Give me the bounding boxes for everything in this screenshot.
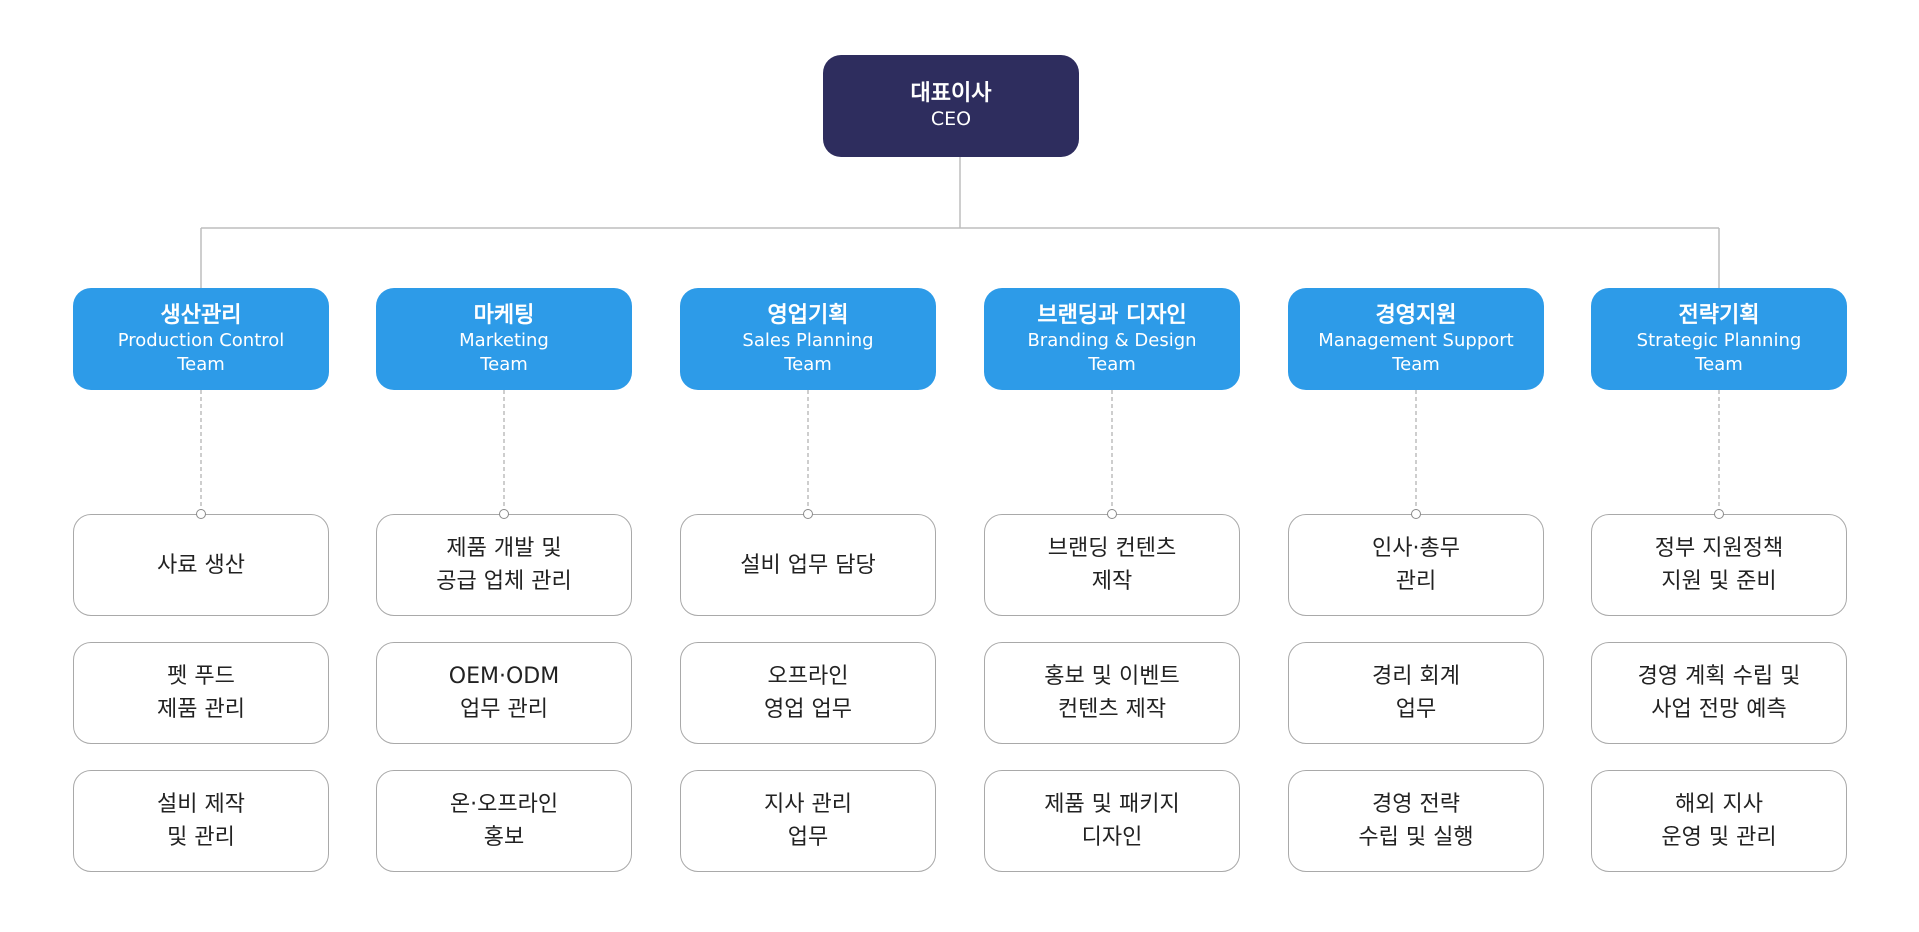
task-label: 사업 전망 예측 <box>1651 697 1787 722</box>
task-label: 인사·총무 <box>1372 536 1460 561</box>
team-name-suffix: Team <box>1392 353 1440 375</box>
team-name-suffix: Team <box>1695 353 1743 375</box>
team-name-ko: 브랜딩과 디자인 <box>1037 302 1187 328</box>
task-label: 수립 및 실행 <box>1358 825 1474 850</box>
task-label: 제품 개발 및 <box>446 536 562 561</box>
team-name-en: Marketing <box>459 329 549 351</box>
task-label: 업무 <box>1395 697 1437 722</box>
ceo-subtitle: CEO <box>930 108 972 130</box>
task-label: 설비 업무 담당 <box>740 552 876 578</box>
team-name-en: Sales Planning <box>742 329 874 351</box>
team-name-en: Strategic Planning <box>1636 329 1802 351</box>
junction-dot <box>1411 509 1421 519</box>
task-label: 지사 관리 <box>764 792 852 817</box>
junction-dot <box>499 509 509 519</box>
task-label: 홍보 및 이벤트 <box>1044 664 1180 689</box>
task-label: 해외 지사 <box>1675 792 1763 817</box>
task-label: 펫 푸드 <box>167 664 235 689</box>
task-label: 경영 계획 수립 및 <box>1637 664 1801 689</box>
task-label: 업무 <box>787 825 829 850</box>
task-label: 컨텐츠 제작 <box>1057 697 1167 722</box>
team-name-ko: 마케팅 <box>473 302 535 328</box>
task-label: 경영 전략 <box>1372 792 1460 817</box>
team-name-ko: 전략기획 <box>1678 302 1760 328</box>
task-label: 제작 <box>1091 569 1133 594</box>
task-label: 사료 생산 <box>157 552 245 578</box>
team-name-ko: 생산관리 <box>160 302 242 328</box>
team-name-suffix: Team <box>784 353 832 375</box>
task-label: OEM·ODM <box>448 664 560 689</box>
junction-dot <box>196 509 206 519</box>
task-label: 및 관리 <box>167 825 235 850</box>
team-name-en: Branding & Design <box>1027 329 1197 351</box>
task-label: 업무 관리 <box>460 697 548 722</box>
task-label: 브랜딩 컨텐츠 <box>1047 536 1177 561</box>
task-label: 영업 업무 <box>764 697 852 722</box>
junction-dot <box>1714 509 1724 519</box>
task-label: 홍보 <box>483 825 525 850</box>
task-label: 디자인 <box>1081 825 1143 850</box>
task-label: 제품 및 패키지 <box>1044 792 1180 817</box>
task-label: 공급 업체 관리 <box>436 569 572 594</box>
task-label: 지원 및 준비 <box>1661 569 1777 594</box>
junction-dot <box>803 509 813 519</box>
team-name-suffix: Team <box>177 353 225 375</box>
task-label: 정부 지원정책 <box>1654 536 1784 561</box>
task-box: OEM·ODM 업무 관리 <box>376 642 632 744</box>
junction-dot <box>1107 509 1117 519</box>
task-box: 설비 업무 담당 <box>680 514 936 616</box>
team-name-ko: 영업기획 <box>767 302 849 328</box>
task-label: 오프라인 <box>767 664 849 689</box>
task-box: 사료 생산 <box>73 514 329 616</box>
team-name-en: Management Support <box>1318 329 1514 351</box>
task-label: 제품 관리 <box>157 697 245 722</box>
team-name-ko: 경영지원 <box>1375 302 1457 328</box>
team-name-suffix: Team <box>1088 353 1136 375</box>
team-name-en: Production Control <box>117 329 285 351</box>
ceo-title: 대표이사 <box>910 81 992 106</box>
task-label: 설비 제작 <box>157 792 245 817</box>
task-label: 관리 <box>1395 569 1437 594</box>
task-label: 온·오프라인 <box>449 792 559 817</box>
ceo-box: 대표이사 CEO <box>823 55 1079 157</box>
task-label: 운영 및 관리 <box>1661 825 1777 850</box>
team-name-suffix: Team <box>480 353 528 375</box>
task-label: 경리 회계 <box>1372 664 1460 689</box>
